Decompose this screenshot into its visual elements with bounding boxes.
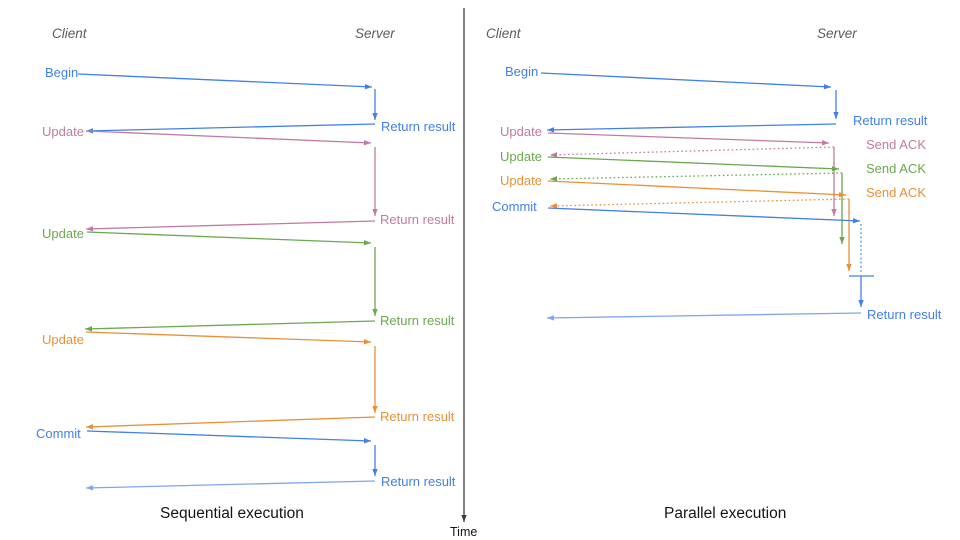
par-update2-ack [549,172,843,182]
right-update3-ack: Send ACK [866,185,926,200]
seq-update1-request [86,130,372,146]
seq-commit-request [86,430,372,444]
par-update2-request [547,156,840,172]
seq-update1-processing [372,147,378,216]
left-update2-label: Update [42,226,84,241]
left-begin-result: Return result [381,119,456,134]
seq-update3-request [85,331,372,345]
right-update3-label: Update [500,173,542,188]
time-axis-line [461,8,467,522]
par-begin-processing [833,90,839,119]
left-client-header: Client [52,26,87,41]
left-update3-label: Update [42,332,84,347]
right-server-header: Server [817,26,857,41]
par-begin-request [540,72,832,90]
seq-update2-response [84,320,376,332]
par-update1-request [547,132,830,146]
seq-update2-request [86,231,372,246]
left-update1-label: Update [42,124,84,139]
par-begin-response [546,123,837,133]
seq-commit-processing [372,445,378,476]
right-update1-ack: Send ACK [866,137,926,152]
par-final-processing [858,276,864,307]
left-begin-label: Begin [45,65,79,80]
right-commit-result: Return result [867,307,942,322]
seq-commit-response [85,480,376,491]
seq-begin-response [85,123,376,134]
left-caption: Sequential execution [160,505,304,522]
left-server-header: Server [355,26,395,41]
seq-update2-processing [372,247,378,316]
seq-update3-processing [372,346,378,413]
right-update2-ack: Send ACK [866,161,926,176]
par-update1-processing [831,147,837,216]
right-client-header: Client [486,26,521,41]
right-begin-result: Return result [853,113,928,128]
left-commit-result: Return result [381,474,456,489]
seq-begin-request [77,73,373,90]
left-update1-result: Return result [380,212,455,227]
seq-update3-response [85,416,376,430]
seq-begin-processing [372,89,378,120]
right-caption: Parallel execution [664,505,787,522]
par-update1-ack [549,146,835,158]
right-update2-label: Update [500,149,542,164]
left-commit-label: Commit [36,426,81,441]
par-update3-processing [846,199,852,271]
right-begin-label: Begin [505,64,539,79]
right-commit-label: Commit [492,199,537,214]
seq-update1-response [85,220,376,232]
left-update2-result: Return result [380,313,455,328]
par-update2-processing [839,173,845,244]
right-update1-label: Update [500,124,542,139]
par-update3-ack [549,198,850,209]
par-final-response [546,312,862,321]
left-update3-result: Return result [380,409,455,424]
par-update3-request [547,180,847,198]
time-axis-label: Time [450,525,478,539]
par-commit-request [547,207,861,224]
